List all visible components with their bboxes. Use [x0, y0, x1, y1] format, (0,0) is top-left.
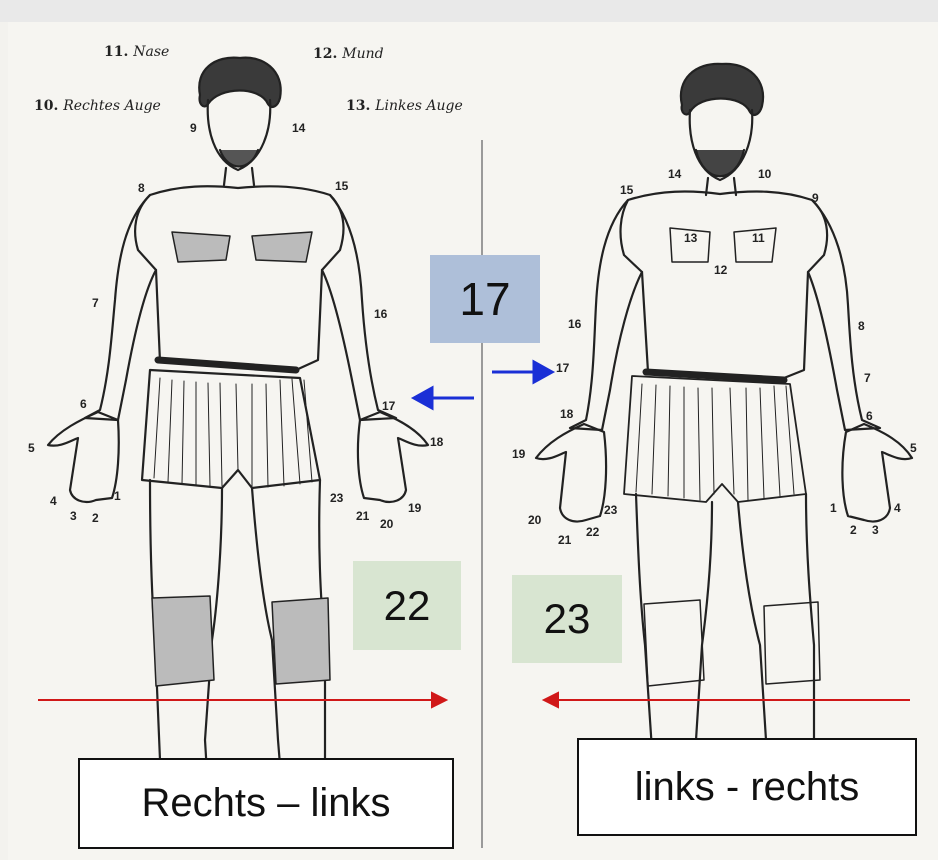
- left-num: 17: [382, 399, 396, 413]
- left-num: 9: [190, 121, 197, 135]
- blue-arrow-left: [414, 388, 474, 408]
- right-num: 21: [558, 533, 572, 547]
- right-skirt-lines: [636, 384, 794, 500]
- right-num: 15: [620, 183, 634, 197]
- label-linkes-auge: 13. Linkes Auge: [346, 98, 463, 114]
- left-num: 1: [114, 489, 121, 503]
- right-num: 16: [568, 317, 582, 331]
- label-text: Linkes Auge: [375, 98, 463, 114]
- right-num: 5: [910, 441, 917, 455]
- red-arrow-right: [38, 693, 446, 707]
- left-num: 23: [330, 491, 344, 505]
- left-right-anklet: [152, 596, 214, 686]
- right-num: 10: [758, 167, 772, 181]
- left-num: 14: [292, 121, 306, 135]
- red-arrow-left: [544, 693, 910, 707]
- right-num: 19: [512, 447, 526, 461]
- right-left-hand: [842, 424, 912, 522]
- right-num: 11: [752, 231, 765, 245]
- right-num: 23: [604, 503, 618, 517]
- left-left-anklet: [272, 598, 330, 684]
- left-right-hand: [48, 412, 119, 502]
- blue-arrow-right: [492, 362, 552, 382]
- left-belt: [158, 360, 296, 370]
- label-nase: 11. Nase: [104, 44, 169, 60]
- label-text: Mund: [342, 46, 383, 62]
- right-num: 4: [894, 501, 901, 515]
- left-num: 5: [28, 441, 35, 455]
- left-num: 16: [374, 307, 388, 321]
- left-num: 3: [70, 509, 77, 523]
- right-num: 22: [586, 525, 600, 539]
- right-num: 7: [864, 371, 871, 385]
- left-skirt-lines: [154, 378, 312, 488]
- left-num: 21: [356, 509, 370, 523]
- left-num: 8: [138, 181, 145, 195]
- left-left-hand: [358, 412, 428, 502]
- right-num: 13: [684, 231, 698, 245]
- left-num: 15: [335, 179, 349, 193]
- right-num: 3: [872, 523, 879, 537]
- label-number: 10.: [34, 98, 58, 114]
- highlight-box-17: 17: [430, 255, 540, 343]
- highlight-box-23: 23: [512, 575, 622, 663]
- left-num: 4: [50, 494, 57, 508]
- right-beard: [696, 150, 744, 176]
- label-mund: 12. Mund: [313, 46, 384, 62]
- caption-links-rechts: links - rechts: [577, 738, 917, 836]
- left-num: 6: [80, 397, 87, 411]
- right-right-hand: [536, 424, 606, 522]
- right-belt: [646, 372, 784, 380]
- right-hair: [681, 64, 763, 115]
- right-num: 14: [668, 167, 682, 181]
- right-figure: [536, 64, 912, 790]
- label-number: 11.: [104, 44, 128, 60]
- right-skirt: [624, 376, 806, 502]
- right-num: 12: [714, 263, 728, 277]
- left-num: 20: [380, 517, 394, 531]
- right-num: 1: [830, 501, 837, 515]
- right-num: 17: [556, 361, 570, 375]
- highlight-box-22: 22: [353, 561, 461, 650]
- left-torso: [135, 186, 343, 370]
- right-left-arm: [808, 200, 880, 430]
- label-number: 12.: [313, 46, 337, 62]
- label-text: Rechtes Auge: [63, 98, 161, 114]
- left-num: 2: [92, 511, 99, 525]
- right-num: 18: [560, 407, 574, 421]
- caption-rechts-links: Rechts – links: [78, 758, 454, 849]
- label-number: 13.: [346, 98, 370, 114]
- right-num: 2: [850, 523, 857, 537]
- right-num: 8: [858, 319, 865, 333]
- right-num: 6: [866, 409, 873, 423]
- right-torso: [621, 192, 828, 378]
- right-right-anklet: [644, 600, 704, 686]
- left-figure-numbers: 9 14 8 15 7 16 6 17 5 18 4 3 2 1 23 21 2…: [28, 121, 444, 531]
- left-figure: [48, 58, 428, 800]
- left-num: 19: [408, 501, 422, 515]
- left-num: 18: [430, 435, 444, 449]
- left-num: 7: [92, 296, 99, 310]
- left-chest-shade: [172, 232, 312, 262]
- label-text: Nase: [133, 44, 169, 60]
- label-rechtes-auge: 10. Rechtes Auge: [34, 98, 161, 114]
- left-beard: [220, 150, 258, 167]
- right-figure-numbers: 14 10 15 9 13 11 12 16 8 17 7 18 6 19 5 …: [512, 167, 917, 547]
- right-num: 20: [528, 513, 542, 527]
- right-num: 9: [812, 191, 819, 205]
- left-hair: [199, 58, 280, 107]
